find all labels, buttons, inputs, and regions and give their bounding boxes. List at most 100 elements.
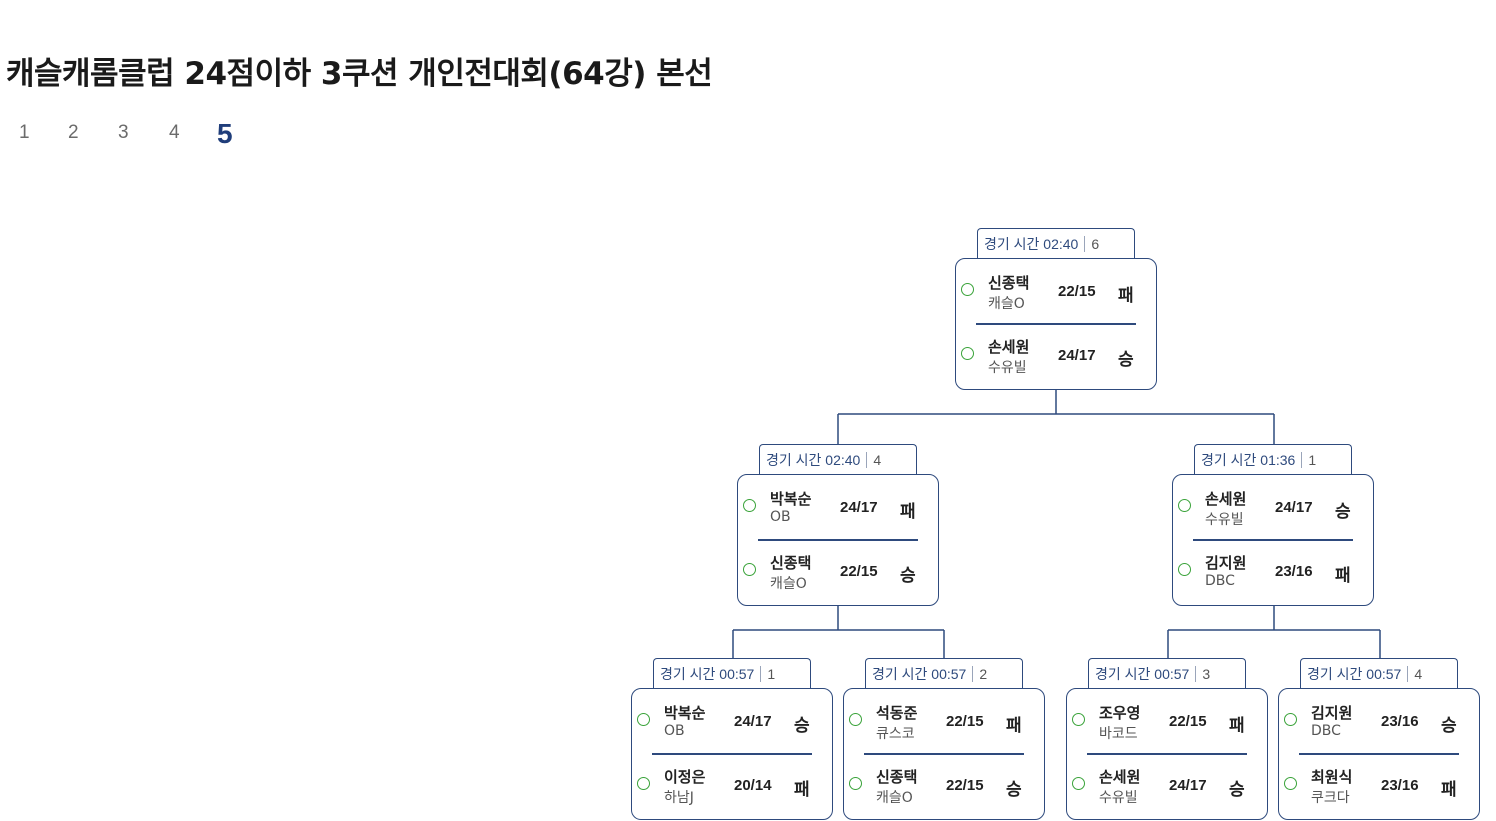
match-time-tab: 경기 시간 00:57 2 <box>865 658 1023 688</box>
player-divider <box>758 539 918 541</box>
player-row[interactable]: 손세원 수유빌 24/17 승 <box>956 323 1156 387</box>
player-result: 패 <box>794 780 810 800</box>
status-circle-icon <box>637 777 650 790</box>
player-score: 22/15 <box>1169 713 1207 730</box>
tab-separator <box>1084 235 1086 252</box>
match-time: 경기 시간 02:40 <box>766 451 861 468</box>
player-score: 24/17 <box>840 499 878 516</box>
player-divider <box>976 323 1136 325</box>
tab-separator <box>866 451 868 468</box>
player-result: 승 <box>1335 502 1351 522</box>
player-row[interactable]: 이정은 하남J 20/14 패 <box>632 753 832 817</box>
player-result: 패 <box>1441 780 1457 800</box>
match-time: 경기 시간 02:40 <box>984 235 1079 252</box>
page-link-3[interactable]: 3 <box>118 122 129 143</box>
player-name: 손세원 <box>988 338 1030 356</box>
page-link-1[interactable]: 1 <box>19 122 30 143</box>
tab-separator <box>1301 451 1303 468</box>
player-club: 수유빌 <box>1099 790 1138 806</box>
player-result: 승 <box>1118 350 1134 370</box>
status-circle-icon <box>1178 563 1191 576</box>
match-card: 신종택 캐슬O 22/15 패 손세원 수유빌 24/17 승 <box>955 258 1157 390</box>
player-club: DBC <box>1311 723 1341 739</box>
player-name: 박복순 <box>664 704 706 722</box>
player-club: OB <box>770 509 791 525</box>
player-club: 캐슬O <box>988 296 1025 312</box>
player-row[interactable]: 최원식 쿠크다 23/16 패 <box>1279 753 1479 817</box>
player-result: 승 <box>1441 716 1457 736</box>
match-quarter-4[interactable]: 경기 시간 00:57 4 김지원 DBC 23/16 승 최원식 쿠크다 23… <box>1278 658 1480 820</box>
player-name: 박복순 <box>770 490 812 508</box>
player-name: 신종택 <box>876 768 918 786</box>
tab-separator <box>972 665 974 682</box>
player-score: 24/17 <box>734 713 772 730</box>
match-time: 경기 시간 00:57 <box>872 665 967 682</box>
match-time-tab: 경기 시간 00:57 4 <box>1300 658 1458 688</box>
status-circle-icon <box>849 713 862 726</box>
player-row[interactable]: 손세원 수유빌 24/17 승 <box>1173 475 1373 539</box>
status-circle-icon <box>1284 713 1297 726</box>
player-divider <box>864 753 1024 755</box>
player-name: 김지원 <box>1205 554 1247 572</box>
match-card: 김지원 DBC 23/16 승 최원식 쿠크다 23/16 패 <box>1278 688 1480 820</box>
page-link-4[interactable]: 4 <box>169 122 180 143</box>
player-divider <box>652 753 812 755</box>
player-name: 손세원 <box>1099 768 1141 786</box>
player-result: 승 <box>1006 780 1022 800</box>
match-card: 박복순 OB 24/17 승 이정은 하남J 20/14 패 <box>631 688 833 820</box>
player-club: OB <box>664 723 685 739</box>
player-row[interactable]: 신종택 캐슬O 22/15 패 <box>956 259 1156 323</box>
player-row[interactable]: 김지원 DBC 23/16 승 <box>1279 689 1479 753</box>
player-score: 23/16 <box>1381 777 1419 794</box>
match-number: 6 <box>1091 235 1100 252</box>
match-time: 경기 시간 00:57 <box>660 665 755 682</box>
match-number: 2 <box>979 665 988 682</box>
match-card: 손세원 수유빌 24/17 승 김지원 DBC 23/16 패 <box>1172 474 1374 606</box>
player-club: DBC <box>1205 573 1235 589</box>
match-number: 4 <box>873 451 882 468</box>
player-score: 24/17 <box>1058 347 1096 364</box>
player-result: 승 <box>900 566 916 586</box>
match-quarter-3[interactable]: 경기 시간 00:57 3 조우영 바코드 22/15 패 손세원 수유빌 24… <box>1066 658 1268 820</box>
player-name: 김지원 <box>1311 704 1353 722</box>
player-club: 캐슬O <box>770 576 807 592</box>
player-name: 손세원 <box>1205 490 1247 508</box>
player-result: 승 <box>1229 780 1245 800</box>
player-divider <box>1087 753 1247 755</box>
page-link-2[interactable]: 2 <box>68 122 79 143</box>
match-card: 조우영 바코드 22/15 패 손세원 수유빌 24/17 승 <box>1066 688 1268 820</box>
player-score: 23/16 <box>1381 713 1419 730</box>
tab-separator <box>1195 665 1197 682</box>
player-divider <box>1299 753 1459 755</box>
player-row[interactable]: 조우영 바코드 22/15 패 <box>1067 689 1267 753</box>
player-row[interactable]: 석동준 큐스코 22/15 패 <box>844 689 1044 753</box>
player-club: 수유빌 <box>1205 512 1244 528</box>
match-time: 경기 시간 01:36 <box>1201 451 1296 468</box>
player-name: 석동준 <box>876 704 918 722</box>
status-circle-icon <box>961 347 974 360</box>
tab-separator <box>760 665 762 682</box>
player-score: 24/17 <box>1275 499 1313 516</box>
page-link-5-current[interactable]: 5 <box>217 118 233 149</box>
match-time: 경기 시간 00:57 <box>1095 665 1190 682</box>
match-semi-left[interactable]: 경기 시간 02:40 4 박복순 OB 24/17 패 신종택 캐슬O 22/… <box>737 444 939 606</box>
status-circle-icon <box>849 777 862 790</box>
player-row[interactable]: 김지원 DBC 23/16 패 <box>1173 539 1373 603</box>
status-circle-icon <box>743 563 756 576</box>
player-row[interactable]: 박복순 OB 24/17 패 <box>738 475 938 539</box>
player-row[interactable]: 박복순 OB 24/17 승 <box>632 689 832 753</box>
player-divider <box>1193 539 1353 541</box>
player-result: 패 <box>1118 286 1134 306</box>
status-circle-icon <box>637 713 650 726</box>
match-quarter-2[interactable]: 경기 시간 00:57 2 석동준 큐스코 22/15 패 신종택 캐슬O 22… <box>843 658 1045 820</box>
match-quarter-1[interactable]: 경기 시간 00:57 1 박복순 OB 24/17 승 이정은 하남J 20/… <box>631 658 833 820</box>
match-final[interactable]: 경기 시간 02:40 6 신종택 캐슬O 22/15 패 손세원 수유빌 24… <box>955 228 1157 390</box>
player-row[interactable]: 신종택 캐슬O 22/15 승 <box>738 539 938 603</box>
player-name: 신종택 <box>770 554 812 572</box>
player-score: 20/14 <box>734 777 772 794</box>
player-row[interactable]: 신종택 캐슬O 22/15 승 <box>844 753 1044 817</box>
player-row[interactable]: 손세원 수유빌 24/17 승 <box>1067 753 1267 817</box>
match-semi-right[interactable]: 경기 시간 01:36 1 손세원 수유빌 24/17 승 김지원 DBC 23… <box>1172 444 1374 606</box>
match-time: 경기 시간 00:57 <box>1307 665 1402 682</box>
player-score: 22/15 <box>1058 283 1096 300</box>
